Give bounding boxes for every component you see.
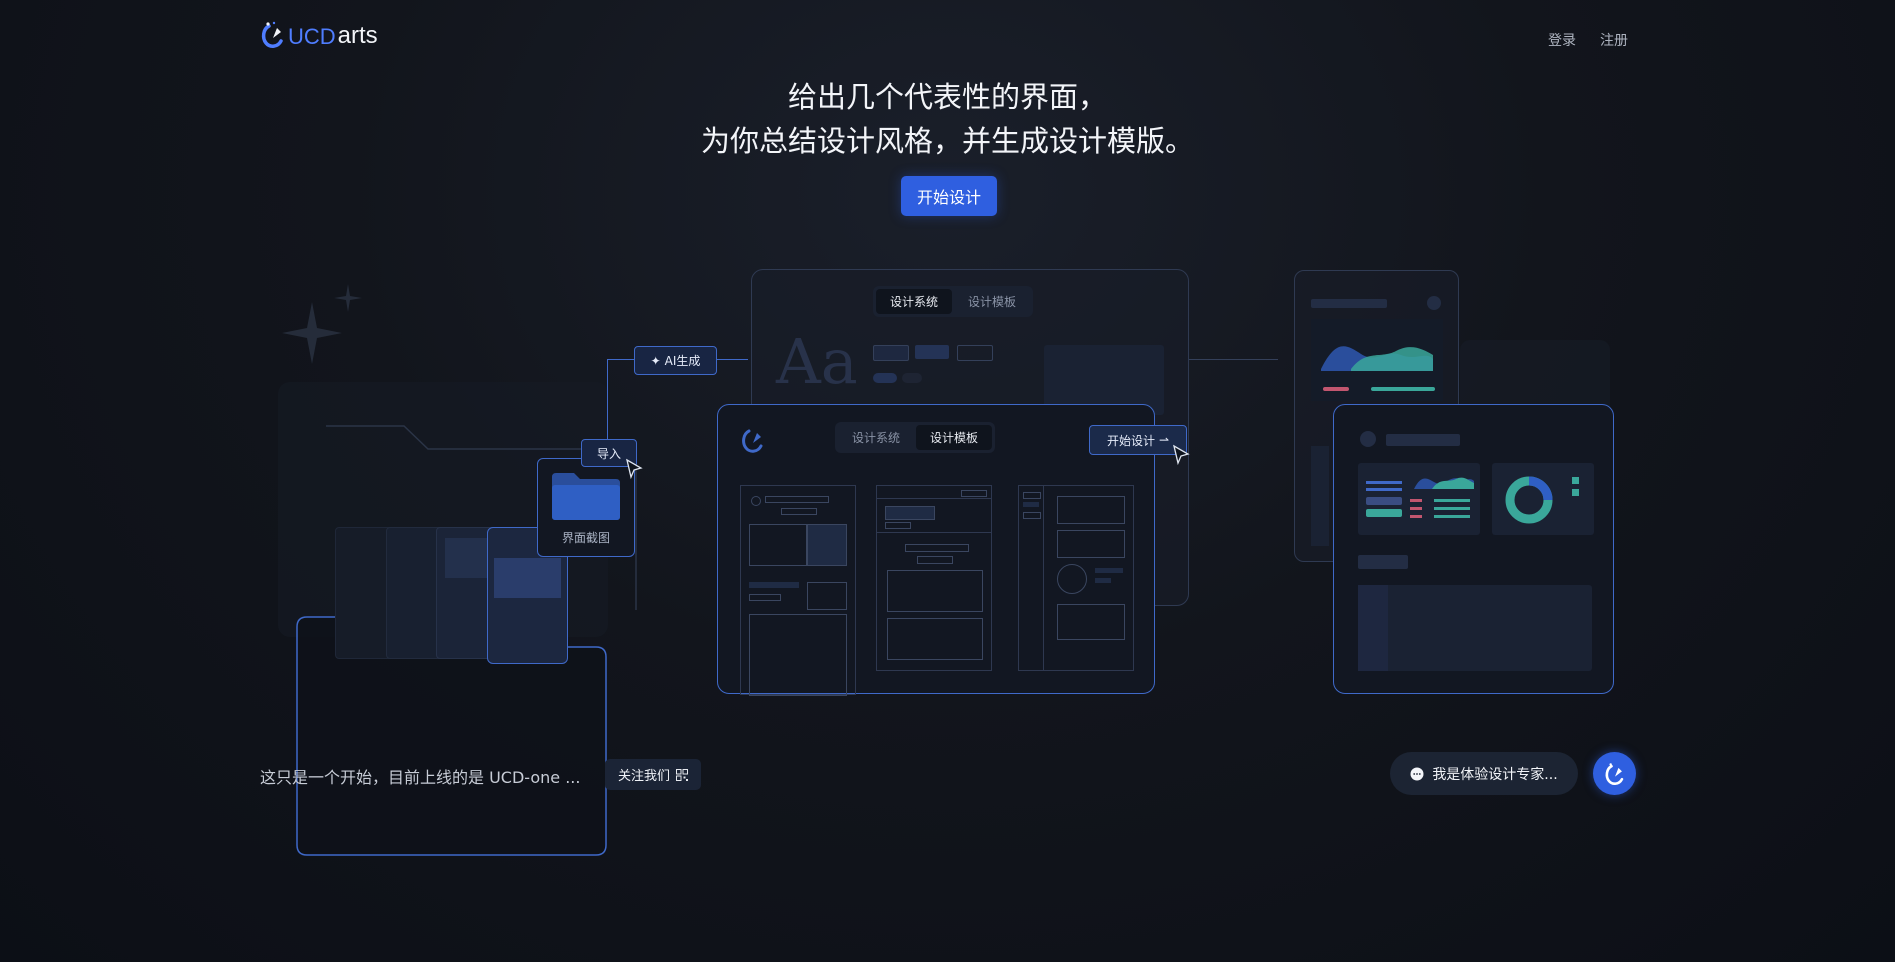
tab-design-system[interactable]: 设计系统 <box>876 289 953 314</box>
connector-line <box>715 359 748 360</box>
follow-us-button[interactable]: 关注我们 <box>605 759 701 790</box>
follow-us-label: 关注我们 <box>617 769 670 784</box>
notice-text: 这只是一个开始，目前上线的是 UCD-one ... <box>260 768 581 787</box>
logo-arts-text: arts <box>337 22 378 49</box>
logo-ucd-text: UCD <box>288 24 336 49</box>
hero-illustration: 界面截图 导入 ✦ AI生成 设计系统 设计模板 Aa 设计系统 设计模板 <box>0 260 1895 856</box>
start-design-chip[interactable]: 开始设计 ⇀ <box>1089 425 1187 455</box>
tab-design-system[interactable]: 设计系统 <box>852 431 901 445</box>
toggle <box>902 373 922 383</box>
color-swatch <box>873 345 909 361</box>
typography-sample: Aa <box>776 325 858 398</box>
start-design-button[interactable]: 开始设计 <box>901 176 997 216</box>
connector-line <box>607 359 608 439</box>
design-template-panel: 设计系统 设计模板 <box>717 404 1155 696</box>
login-link[interactable]: 登录 <box>1548 33 1576 49</box>
folder-icon <box>552 473 620 520</box>
assistant-bot-button[interactable] <box>1593 752 1636 795</box>
sparkle-icon: ✦ <box>650 353 661 368</box>
connector-line <box>1188 359 1278 360</box>
register-link[interactable]: 注册 <box>1600 33 1628 49</box>
dashboard-preview <box>1333 404 1614 694</box>
hero-headline-line2: 为你总结设计风格，并生成设计模版。 <box>700 124 1194 158</box>
preview-block <box>1044 345 1164 415</box>
folder-label: 界面截图 <box>561 531 610 545</box>
color-swatch <box>957 345 993 361</box>
start-design-chip-label: 开始设计 <box>1106 433 1155 448</box>
panel-tabs: 设计系统 设计模板 <box>873 286 1034 317</box>
ai-generate-chip[interactable]: ✦ AI生成 <box>634 346 717 375</box>
logo-icon <box>261 21 283 48</box>
wireframe-page <box>740 485 856 696</box>
cursor-icon <box>626 458 643 480</box>
expert-chat-label: 我是体验设计专家... <box>1432 766 1558 783</box>
color-swatch <box>915 345 949 359</box>
wireframe-page <box>876 485 992 671</box>
hero-headline-line1: 给出几个代表性的界面， <box>787 80 1107 114</box>
chart-card <box>1358 463 1480 535</box>
arrow-right-icon: ⇀ <box>1158 433 1170 447</box>
ai-generate-label: AI生成 <box>664 354 701 368</box>
folder-card[interactable]: 界面截图 <box>537 458 635 557</box>
expert-chat-button[interactable]: 我是体验设计专家... <box>1390 752 1578 795</box>
wireframe-page <box>1018 485 1134 671</box>
bot-icon <box>1605 762 1623 785</box>
sparkle-icon <box>282 284 362 364</box>
logo-icon <box>742 429 763 453</box>
tab-design-template[interactable]: 设计模板 <box>968 295 1017 309</box>
donut-card <box>1492 463 1594 535</box>
toggle <box>873 373 897 383</box>
chat-icon <box>1410 767 1424 780</box>
qrcode-icon <box>676 768 688 781</box>
tab-design-template[interactable]: 设计模板 <box>916 425 993 450</box>
panel-tabs: 设计系统 设计模板 <box>835 422 996 453</box>
cursor-icon <box>1173 444 1190 466</box>
connector-line <box>607 359 635 360</box>
area-chart-thumb <box>1311 319 1443 401</box>
